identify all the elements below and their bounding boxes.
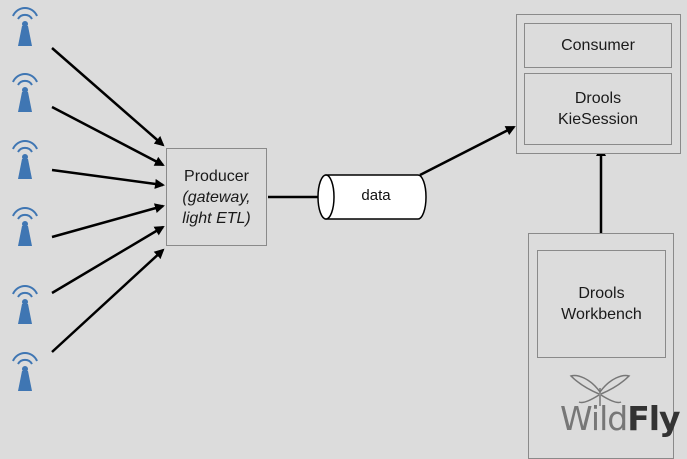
- wildfly-wordmark-wild: Wild: [560, 399, 628, 438]
- wildfly-logo-icon: [569, 374, 631, 406]
- sensor-1-icon: [12, 6, 38, 47]
- consumer-box: Consumer: [524, 23, 672, 68]
- arrow-sensor-4-producer: [51, 203, 165, 239]
- wildfly-wordmark: WildFly: [560, 399, 681, 438]
- sensor-3-icon: [12, 140, 38, 180]
- arrow-sensor-3-producer: [51, 168, 165, 189]
- arrow-sensor-1-producer: [51, 47, 165, 147]
- producer-box: Producer (gateway, light ETL): [166, 148, 267, 246]
- arrow-sensor-6-producer: [51, 248, 165, 353]
- consumer-label: Consumer: [561, 37, 635, 54]
- sensor-2-icon: [12, 73, 38, 113]
- kiesession-line-1: Drools: [574, 90, 622, 107]
- data-queue-cylinder: [317, 174, 427, 220]
- arrow-data-consumer: [419, 125, 516, 177]
- sensor-5-icon: [12, 285, 38, 325]
- kiesession-box: Drools KieSession: [524, 73, 672, 145]
- sensor-4-icon: [12, 207, 38, 247]
- producer-title: Producer: [184, 167, 249, 185]
- data-queue-label: data: [361, 187, 391, 204]
- workbench-line-2: Workbench: [561, 306, 642, 323]
- producer-subtitle-2: light ETL): [182, 209, 251, 227]
- workbench-line-1: Drools: [578, 285, 625, 302]
- producer-subtitle-1: (gateway,: [182, 188, 251, 206]
- wildfly-wordmark-fly: Fly: [627, 399, 680, 438]
- arrow-sensor-5-producer: [51, 225, 165, 295]
- sensor-6-icon: [12, 352, 38, 392]
- arrow-sensor-2-producer: [51, 105, 165, 167]
- kiesession-line-2: KieSession: [557, 111, 639, 128]
- workbench-box: Drools Workbench: [537, 250, 666, 358]
